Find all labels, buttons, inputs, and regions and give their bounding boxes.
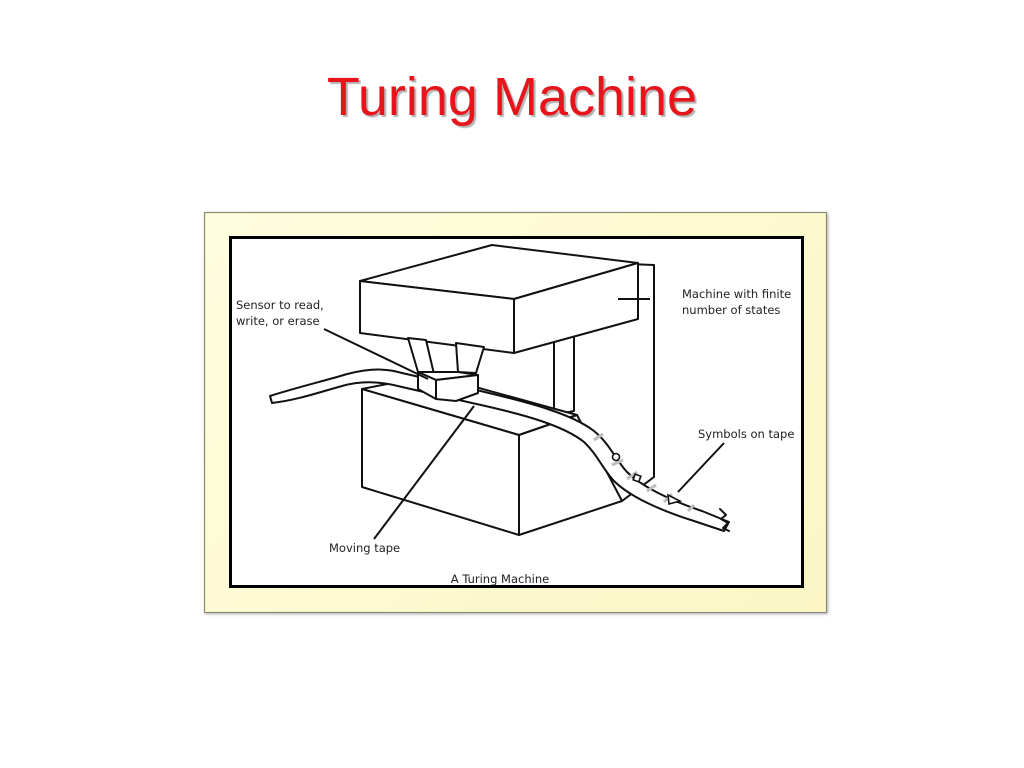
circle-symbol (611, 452, 621, 462)
moving-tape (269, 368, 730, 532)
square-symbol (632, 473, 642, 483)
machine-base (361, 374, 623, 536)
slide-title: Turing Machine (326, 67, 698, 127)
sensor (407, 337, 485, 402)
machine-label-line2: number of states (682, 303, 780, 317)
symbols-leader-line (677, 442, 725, 493)
machine-label-line1: Machine with finite (682, 287, 791, 301)
moving-tape-label: Moving tape (329, 541, 400, 555)
figure-panel: Sensor to read, write, or erase Machine … (229, 236, 804, 588)
symbols-label: Symbols on tape (698, 427, 794, 441)
moving-tape-leader-line (373, 405, 475, 540)
turing-machine-diagram: Sensor to read, write, or erase Machine … (236, 244, 794, 585)
sensor-label-line2: write, or erase (236, 314, 320, 328)
sensor-leader-line (323, 328, 429, 380)
diagram-caption: A Turing Machine (451, 572, 549, 585)
machine-head (359, 244, 639, 354)
triangle-symbol (667, 493, 683, 506)
sensor-label-line1: Sensor to read, (236, 298, 324, 312)
